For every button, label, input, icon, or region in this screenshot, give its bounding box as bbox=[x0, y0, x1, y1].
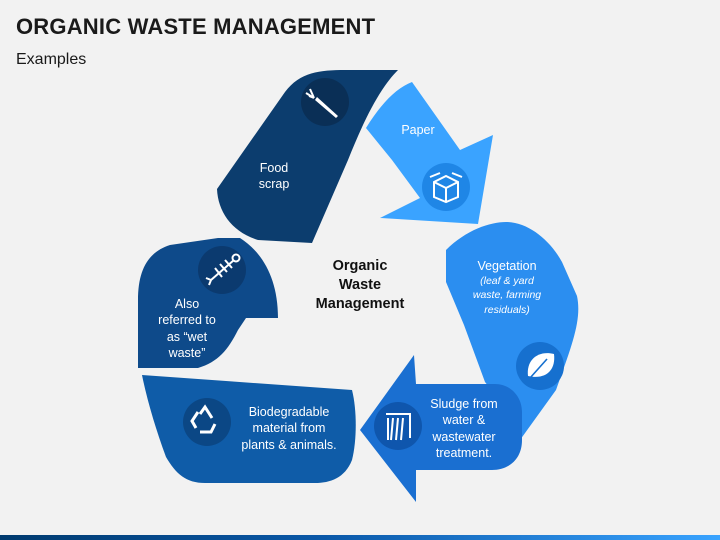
fish-bone-icon bbox=[205, 253, 241, 286]
segment-sludge bbox=[360, 355, 522, 502]
sludge-text: Sludge from water & wastewater treatment… bbox=[430, 397, 498, 460]
leaf-icon bbox=[527, 353, 555, 379]
slide-title: ORGANIC WASTE MANAGEMENT bbox=[16, 14, 376, 39]
vegetation-text: Vegetation (leaf & yard waste, farming r… bbox=[472, 259, 542, 316]
center-label: Organic Waste Management bbox=[300, 257, 420, 314]
water-treatment-icon bbox=[386, 413, 411, 441]
wet-waste-text: Also referred to as “wet waste” bbox=[158, 297, 216, 360]
segment-food-scrap bbox=[217, 70, 398, 243]
center-label-line2: Waste bbox=[338, 276, 382, 293]
food-icon-circle bbox=[301, 78, 349, 126]
recycle-icon bbox=[190, 404, 217, 434]
center-label-line3: Management bbox=[315, 295, 405, 312]
carrot-icon bbox=[305, 88, 338, 118]
slide-subtitle: Examples bbox=[16, 51, 87, 68]
food-scrap-text: Food scrap bbox=[258, 161, 290, 192]
center-label-line1: Organic bbox=[332, 258, 388, 274]
biodegradable-text: Biodegradable material from plants & ani… bbox=[241, 405, 337, 452]
paper-text: Paper bbox=[401, 123, 435, 137]
biodegradable-icon-circle bbox=[183, 398, 231, 446]
bottom-accent-bar bbox=[0, 535, 720, 540]
box-icon bbox=[429, 172, 463, 204]
